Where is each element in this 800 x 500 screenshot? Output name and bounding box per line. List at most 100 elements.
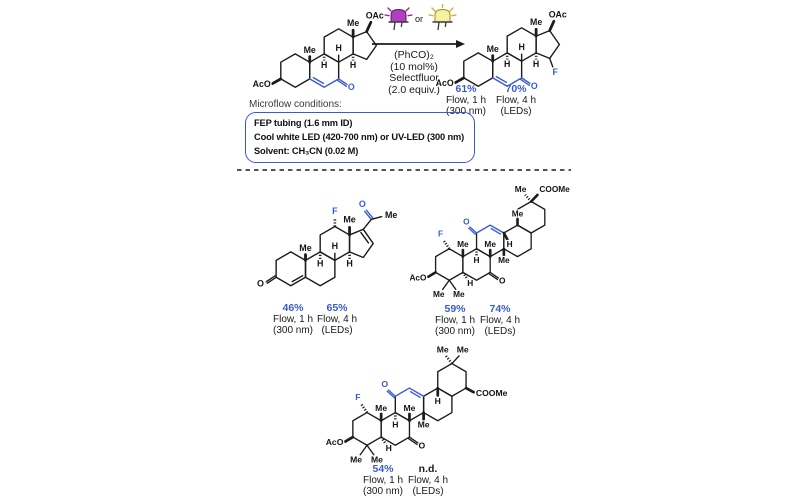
- atom-label-coome: COOMe: [476, 388, 508, 398]
- atom-label-me: Me: [371, 454, 383, 464]
- atom-label-me: Me: [457, 345, 469, 355]
- yield-value: 54%: [372, 463, 394, 475]
- or-label: or: [415, 14, 423, 24]
- atom-label-f: F: [332, 206, 338, 216]
- flow-condition: Flow, 4 h: [316, 314, 358, 325]
- yield-block: 65% Flow, 4 h (LEDs): [308, 302, 366, 337]
- reaction-arrow: [372, 40, 465, 48]
- lamp-condition: (300 nm): [445, 106, 486, 117]
- microflow-line: FEP tubing (1.6 mm ID): [254, 118, 353, 128]
- structure-bonds: [426, 193, 546, 291]
- substrate-bonds: [271, 20, 378, 88]
- purple-led-icon: [384, 7, 413, 31]
- atom-label-me: Me: [487, 44, 499, 54]
- yellow-led-icon: [428, 3, 457, 31]
- atom-label-o: O: [257, 279, 264, 289]
- yield-block: 70% Flow, 4 h (LEDs): [487, 84, 545, 118]
- atom-label-me: Me: [437, 345, 449, 355]
- atom-label-me: Me: [375, 403, 387, 413]
- atom-label-me: Me: [530, 17, 542, 27]
- atom-label-h: H: [332, 241, 338, 251]
- flow-condition: Flow, 1 h: [434, 315, 476, 326]
- lamp-condition: (300 nm): [434, 326, 475, 337]
- atom-label-me: Me: [512, 208, 524, 218]
- microflow-line: Solvent: CH₃CN (0.02 M): [254, 146, 359, 156]
- atom-label-f: F: [355, 392, 360, 402]
- reagent-line: (PhCO)₂: [394, 49, 434, 61]
- atom-label-aco: AcO: [253, 79, 271, 89]
- atom-label-o: O: [381, 379, 388, 389]
- flow-condition: Flow, 1 h: [445, 95, 487, 106]
- atom-label-h: H: [533, 59, 539, 69]
- lamp-condition: (LEDs): [412, 486, 444, 497]
- atom-label-h: H: [346, 258, 352, 268]
- lamp-condition: (LEDs): [484, 326, 516, 337]
- lamp-condition: (LEDs): [500, 106, 532, 117]
- flow-condition: Flow, 4 h: [495, 95, 537, 106]
- microflow-conditions-box: FEP tubing (1.6 mm ID) Cool white LED (4…: [245, 112, 475, 163]
- yield-block: n.d. Flow, 4 h (LEDs): [399, 463, 457, 498]
- atom-label-me: Me: [453, 289, 465, 299]
- atom-label-me: Me: [343, 215, 355, 225]
- atom-label-o: O: [419, 440, 426, 450]
- atom-label-h: H: [350, 60, 356, 70]
- microflow-conditions-title: Microflow conditions:: [249, 99, 342, 110]
- atom-label-aco: AcO: [409, 272, 427, 282]
- reagent-line: (10 mol%): [390, 60, 438, 73]
- light-source-icons: or: [384, 3, 457, 31]
- atom-label-oac: OAc: [549, 10, 567, 20]
- atom-label-me: Me: [484, 239, 496, 249]
- atom-label-h: H: [467, 278, 473, 288]
- atom-label-h: H: [386, 443, 392, 453]
- yield-block: 54% Flow, 1 h (300 nm): [354, 463, 412, 498]
- atom-label-coome: COOMe: [539, 184, 570, 194]
- atom-label-me: Me: [457, 239, 469, 249]
- atom-label-me: Me: [515, 184, 527, 194]
- microflow-line: Cool white LED (420-700 nm) or UV-LED (3…: [254, 132, 465, 142]
- lamp-condition: (300 nm): [362, 486, 403, 497]
- atom-label-o: O: [531, 81, 538, 91]
- atom-label-aco: AcO: [436, 78, 454, 88]
- atom-label-h: H: [504, 59, 510, 69]
- atom-label-me: Me: [418, 420, 430, 430]
- flow-condition: Flow, 1 h: [362, 475, 404, 486]
- atom-label-me: Me: [350, 454, 362, 464]
- atom-label-h: H: [392, 420, 398, 430]
- atom-label-h: H: [518, 42, 524, 52]
- yield-block: 74% Flow, 4 h (LEDs): [471, 303, 529, 338]
- atom-label-me: Me: [347, 18, 359, 28]
- substrate-structure: Me Me OAc AcO H H H O: [251, 9, 385, 93]
- product-structure-top: Me Me OAc AcO H H H O F: [434, 8, 568, 92]
- atom-label-o: O: [348, 82, 355, 92]
- product-structure-bottom: F O AcO Me Me Me Me Me H H H Me Me COOMe…: [325, 344, 509, 466]
- product-structure-left: O F Me Me O Me H H H: [256, 198, 399, 290]
- flow-condition: Flow, 4 h: [407, 475, 449, 486]
- atom-label-aco: AcO: [326, 437, 344, 447]
- yield-value: n.d.: [418, 463, 438, 475]
- atom-label-me: Me: [385, 210, 397, 220]
- lamp-condition: (LEDs): [321, 325, 353, 336]
- yield-block: 59% Flow, 1 h (300 nm): [426, 303, 484, 338]
- lamp-condition: (300 nm): [272, 325, 313, 336]
- yield-value: 74%: [489, 303, 511, 315]
- atom-label-me: Me: [304, 45, 316, 55]
- yield-value: 65%: [326, 302, 348, 314]
- reagent-line: (2.0 equiv.): [388, 83, 440, 96]
- atom-label-f: F: [553, 67, 559, 77]
- atom-label-h: H: [507, 239, 513, 249]
- product-bonds: [454, 19, 561, 87]
- yield-block: 46% Flow, 1 h (300 nm): [264, 302, 322, 337]
- atom-label-me: Me: [498, 255, 510, 265]
- yield-value: 61%: [455, 83, 477, 95]
- dashed-divider: [237, 169, 571, 171]
- atom-label-me: Me: [299, 243, 311, 253]
- atom-label-h: H: [317, 258, 323, 268]
- atom-label-h: H: [474, 255, 480, 265]
- yield-value: 46%: [282, 302, 304, 314]
- yield-value: 59%: [444, 303, 466, 315]
- structure-bonds: [265, 209, 383, 287]
- product-structure-right: F O AcO Me Me Me Me Me H H H Me Me COOMe…: [408, 183, 571, 300]
- reagent-line: Selectfluor: [389, 72, 439, 84]
- atom-label-me: Me: [433, 289, 445, 299]
